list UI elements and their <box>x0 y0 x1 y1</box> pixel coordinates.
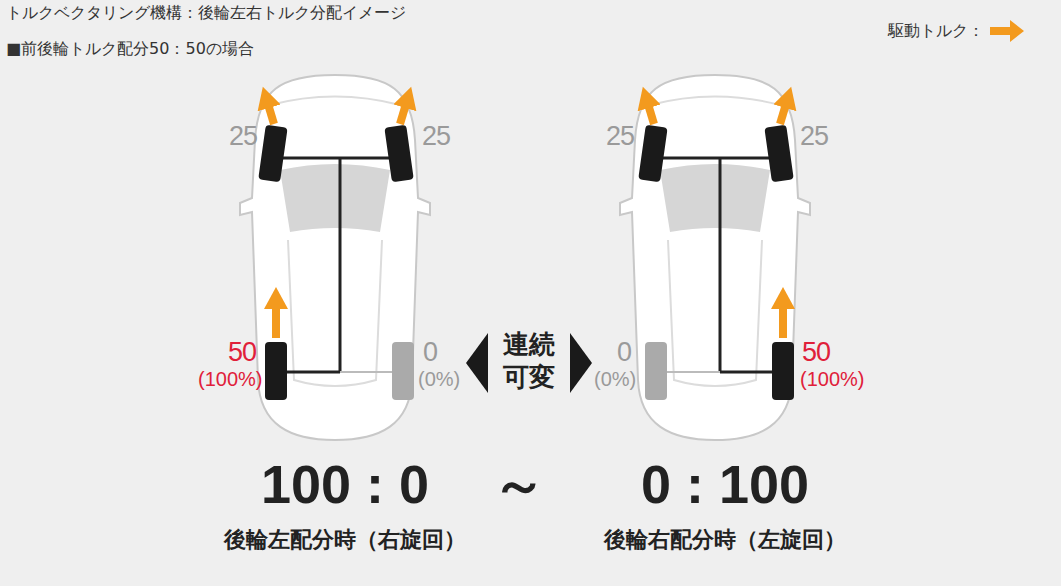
case-caption: 後輪右配分時（左旋回） <box>604 528 846 552</box>
torque-value: 25 <box>422 122 450 152</box>
torque-percent: (100%) <box>198 368 262 390</box>
car-left <box>240 75 430 440</box>
ratio: 0 : 100 <box>641 455 809 514</box>
torque-value: 50 <box>802 338 830 368</box>
car-right <box>620 75 810 440</box>
tilde: ～ <box>492 455 546 514</box>
torque-value: 0 <box>423 338 437 368</box>
torque-percent: (0%) <box>594 368 636 390</box>
legend-swatch <box>988 18 1026 44</box>
torque-value: 25 <box>800 122 828 152</box>
continuous-variable: 連続 可変 <box>499 328 559 393</box>
legend-text: 駆動トルク： <box>888 21 984 42</box>
torque-value: 25 <box>606 122 634 152</box>
torque-percent: (100%) <box>800 368 864 390</box>
subtitle: ■前後輪トルク配分50：50の場合 <box>6 40 254 58</box>
title: トルクベクタリング機構：後輪左右トルク分配イメージ <box>6 4 406 22</box>
arrow-swatch <box>988 18 1026 44</box>
torque-value: 0 <box>617 338 631 368</box>
ratio: 100 : 0 <box>261 455 429 514</box>
left-triangle <box>466 333 488 393</box>
right-triangle <box>570 333 592 393</box>
torque-percent: (0%) <box>418 368 460 390</box>
torque-value: 25 <box>229 122 257 152</box>
legend: 駆動トルク： <box>888 18 1026 44</box>
torque-value: 50 <box>228 338 256 368</box>
case-caption: 後輪左配分時（右旋回） <box>224 528 466 552</box>
